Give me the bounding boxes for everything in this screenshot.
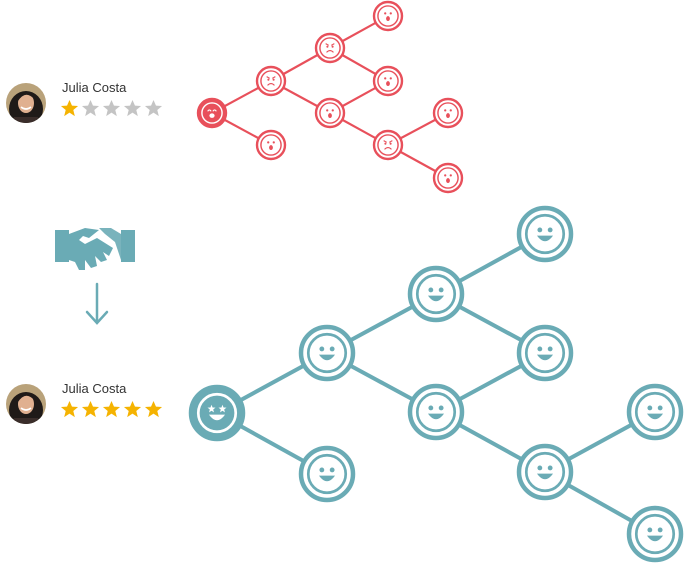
smile-face-icon <box>516 443 574 501</box>
wow-face-icon <box>372 0 404 32</box>
star-rating <box>60 99 163 123</box>
smile-face-icon <box>626 505 684 563</box>
wow-face-icon <box>255 129 287 161</box>
smile-face-icon <box>298 324 356 382</box>
star-filled-icon <box>81 400 100 424</box>
smile-face-icon <box>407 383 465 441</box>
smile-face-icon <box>407 265 465 323</box>
wow-face-icon <box>432 162 464 194</box>
angry-face-icon <box>255 65 287 97</box>
user-name: Julia Costa <box>62 381 127 396</box>
avatar <box>6 83 46 123</box>
star-filled-icon <box>60 400 79 424</box>
star-empty-icon <box>123 99 142 123</box>
wow-face-icon <box>432 97 464 129</box>
smile-face-icon <box>516 205 574 263</box>
wow-face-icon <box>314 97 346 129</box>
star-empty-icon <box>102 99 121 123</box>
happy-network <box>188 205 684 563</box>
star-empty-icon <box>144 99 163 123</box>
star-filled-icon <box>60 99 79 123</box>
wow-face-icon <box>372 65 404 97</box>
star-rating <box>60 400 163 424</box>
star-filled-icon <box>123 400 142 424</box>
star-filled-icon <box>102 400 121 424</box>
star-filled-icon <box>144 400 163 424</box>
smile-face-icon <box>298 445 356 503</box>
starry-face-icon <box>188 384 246 442</box>
unhappy-network <box>196 0 464 194</box>
smile-face-icon <box>626 383 684 441</box>
user-name: Julia Costa <box>62 80 127 95</box>
angry-face-icon <box>372 129 404 161</box>
arrow-down-icon <box>85 282 109 325</box>
angry-face-icon <box>314 32 346 64</box>
avatar <box>6 384 46 424</box>
cry-face-icon <box>196 97 228 129</box>
star-empty-icon <box>81 99 100 123</box>
smile-face-icon <box>516 324 574 382</box>
handshake-icon <box>55 228 135 270</box>
